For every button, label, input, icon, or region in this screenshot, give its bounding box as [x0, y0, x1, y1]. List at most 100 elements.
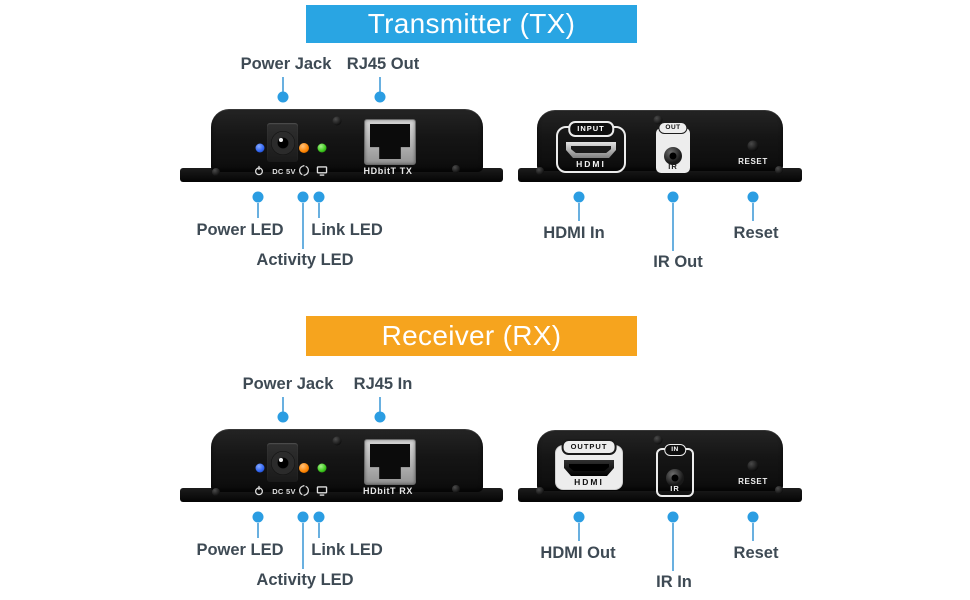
tx-brand-marking: HDbitT TX [363, 166, 413, 176]
rx-link-led-line [318, 523, 320, 538]
hdmi-direction-tag: OUTPUT [561, 439, 617, 455]
tx-activity-led-label: Activity LED [256, 251, 354, 269]
tx-power-jack-dot [277, 91, 289, 103]
tx-power-jack-line [282, 77, 284, 92]
hdmi-connector-slot [569, 464, 609, 471]
rx-rj45-line [379, 397, 381, 412]
screw-icon [536, 167, 544, 175]
tx-power-led [255, 143, 265, 153]
rx-link-led-label: Link LED [311, 541, 383, 559]
rx-link-led-dot [313, 511, 325, 523]
screw-icon [775, 486, 783, 494]
tx-activity-led-line [302, 203, 304, 249]
screw-icon [332, 116, 342, 126]
tx-rj45-dot [374, 91, 386, 103]
tx-activity-led-dot [297, 191, 309, 203]
tx-dc-power-jack [267, 123, 298, 162]
tx-ir-callout-label: IR Out [653, 253, 703, 271]
ir-port-label: IR [668, 162, 678, 171]
rx-dc5v-marking: DC 5V [272, 487, 296, 496]
rj45-socket [370, 444, 410, 479]
dc-jack-pin [278, 458, 287, 467]
tx-power-led-dot [252, 191, 264, 203]
tx-link-led [317, 143, 327, 153]
rx-power-led-label: Power LED [196, 541, 284, 559]
ir-direction-tag: OUT [658, 122, 688, 134]
rx-power-led-dot [252, 511, 264, 523]
hdmi-connector [564, 460, 614, 476]
hdmi-connector-slot [571, 146, 611, 153]
rx-hdmi-line [578, 523, 580, 541]
tx-hdmi-callout-label: HDMI In [543, 224, 605, 242]
rx-power-led-line [257, 523, 259, 538]
display-icon [316, 166, 328, 176]
rx-activity-led-dot [297, 511, 309, 523]
rx-rj45-label: RJ45 In [353, 375, 413, 393]
tx-reset-marking: RESET [738, 157, 768, 166]
sync-icon [299, 485, 309, 496]
tx-activity-led [299, 143, 309, 153]
tx-reset-dot [747, 191, 759, 203]
rx-brand-marking: HDbitT RX [363, 486, 413, 496]
tx-hdmi-line [578, 203, 580, 221]
screw-icon [212, 488, 220, 496]
rx-hdmi-callout-label: HDMI Out [540, 544, 616, 562]
hdmi-port-label: HDMI [574, 477, 604, 487]
power-icon [255, 485, 263, 496]
rx-power-jack-dot [277, 411, 289, 423]
dc-jack-glint [279, 138, 283, 142]
sync-icon [299, 165, 309, 176]
rx-ir-callout-label: IR In [656, 573, 692, 591]
rx-ir-port: IN IR [656, 444, 694, 497]
tx-dc5v-marking: DC 5V [272, 167, 296, 176]
screw-icon [653, 435, 663, 445]
tx-reset-callout-label: Reset [733, 224, 779, 242]
rx-reset-marking: RESET [738, 477, 768, 486]
rx-rj45-port [364, 439, 416, 485]
hdmi-direction-tag: INPUT [568, 121, 614, 137]
rx-link-led [317, 463, 327, 473]
rx-reset-line [752, 523, 754, 541]
tx-ir-line [672, 203, 674, 251]
rx-dc-power-jack [267, 443, 298, 482]
tx-left-device-panel [211, 109, 483, 172]
tx-ir-port: OUT IR [656, 122, 690, 173]
ir-port-label: IR [670, 484, 680, 493]
tx-rj45-port [364, 119, 416, 165]
rx-left-device-panel [211, 429, 483, 492]
rx-activity-led-line [302, 523, 304, 569]
tx-power-led-line [257, 203, 259, 218]
rx-activity-led [299, 463, 309, 473]
rx-rj45-dot [374, 411, 386, 423]
display-icon [316, 486, 328, 496]
rx-hdmi-port: OUTPUT HDMI [556, 439, 622, 489]
rx-power-jack-label: Power Jack [242, 375, 334, 393]
tx-link-led-label: Link LED [311, 221, 383, 239]
dc-jack-glint [279, 458, 283, 462]
tx-reset-line [752, 203, 754, 221]
rx-reset-button [747, 460, 759, 472]
tx-hdmi-dot [573, 191, 585, 203]
rx-power-led [255, 463, 265, 473]
tx-hdmi-port: INPUT HDMI [556, 121, 626, 173]
tx-reset-button [747, 140, 759, 152]
ir-jack-socket [664, 147, 682, 165]
tx-ir-dot [667, 191, 679, 203]
hdmi-port-label: HDMI [576, 159, 606, 169]
rx-ir-dot [667, 511, 679, 523]
screw-icon [452, 165, 460, 173]
tx-section-banner: Transmitter (TX) [306, 5, 637, 43]
tx-power-led-label: Power LED [196, 221, 284, 239]
dc-jack-pin [278, 138, 287, 147]
tx-rj45-label: RJ45 Out [346, 55, 420, 73]
tx-link-led-dot [313, 191, 325, 203]
tx-power-jack-label: Power Jack [240, 55, 332, 73]
rx-section-banner: Receiver (RX) [306, 316, 637, 356]
rx-reset-dot [747, 511, 759, 523]
rx-power-jack-line [282, 397, 284, 412]
hdmi-connector [566, 142, 616, 158]
screw-icon [212, 168, 220, 176]
screw-icon [653, 115, 663, 125]
screw-icon [775, 166, 783, 174]
